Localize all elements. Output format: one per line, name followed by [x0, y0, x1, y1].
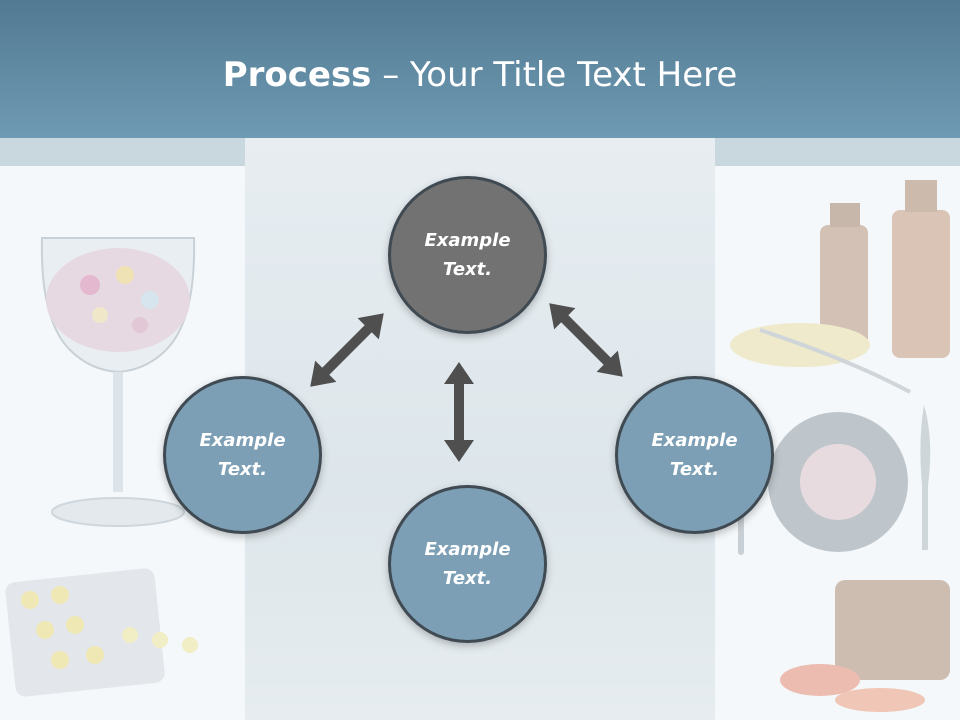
arrows	[310, 303, 623, 462]
node-bottom-label: Example Text.	[424, 539, 511, 589]
node-top: Example Text.	[388, 176, 547, 334]
slide-title: Process – Your Title Text Here	[0, 52, 960, 98]
title-strong: Process	[222, 55, 372, 95]
node-right: Example Text.	[615, 376, 774, 534]
title-rest: – Your Title Text Here	[371, 55, 738, 95]
double-arrow-top-left	[310, 313, 384, 387]
blister-pack-illustration	[5, 568, 198, 697]
double-arrow-vertical	[444, 362, 474, 462]
node-left-label: Example Text.	[199, 430, 286, 480]
node-right-label: Example Text.	[651, 430, 738, 480]
header-bar	[0, 0, 960, 138]
pill-jar-illustration	[780, 580, 950, 712]
wine-glass-illustration	[40, 237, 196, 527]
node-top-label: Example Text.	[424, 230, 511, 280]
node-left: Example Text.	[163, 376, 322, 534]
double-arrow-top-right	[549, 303, 623, 377]
medicine-bottles-illustration	[730, 180, 950, 394]
plate-illustration	[738, 405, 931, 555]
node-bottom: Example Text.	[388, 485, 547, 643]
